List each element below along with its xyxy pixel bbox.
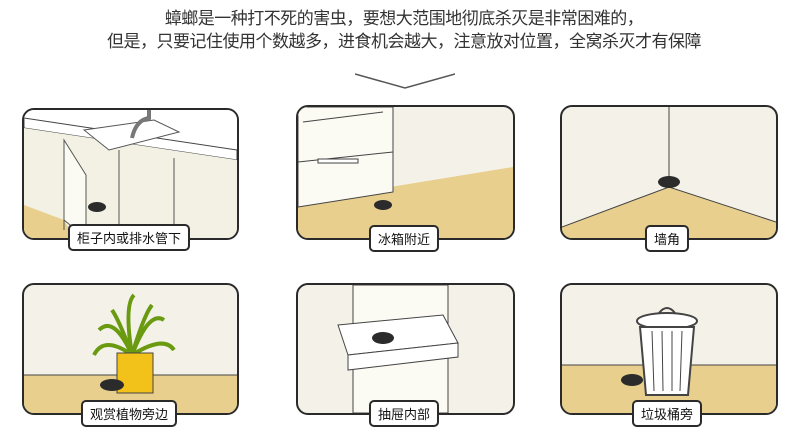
panel-drawer [296, 283, 515, 415]
chevron-down-icon [355, 73, 455, 89]
label-cabinet: 柜子内或排水管下 [67, 224, 191, 251]
panel-trashcan [560, 283, 778, 415]
panel-corner [560, 105, 778, 240]
label-plant: 观赏植物旁边 [80, 400, 178, 427]
plant-illustration [24, 293, 237, 413]
drawer-illustration [337, 285, 459, 413]
header-line-2: 但是，只要记住使用个数越多，进食机会越大，注意放对位置，全窝杀灭才有保障 [107, 32, 702, 52]
header-line-1: 蟑螂是一种打不死的害虫，要想大范围地彻底杀灭是非常困难的， [164, 9, 644, 29]
label-corner: 墙角 [644, 225, 690, 252]
panel-cabinet [22, 108, 239, 240]
panel-plant [22, 283, 239, 415]
cabinet-illustration [24, 110, 237, 238]
label-fridge: 冰箱附近 [368, 225, 440, 252]
panel-fridge [296, 105, 515, 240]
label-drawer: 抽屉内部 [368, 400, 440, 427]
fridge-illustration [298, 107, 513, 238]
trashcan-illustration [562, 307, 776, 413]
corner-illustration [562, 107, 776, 238]
label-trashcan: 垃圾桶旁 [631, 400, 703, 427]
